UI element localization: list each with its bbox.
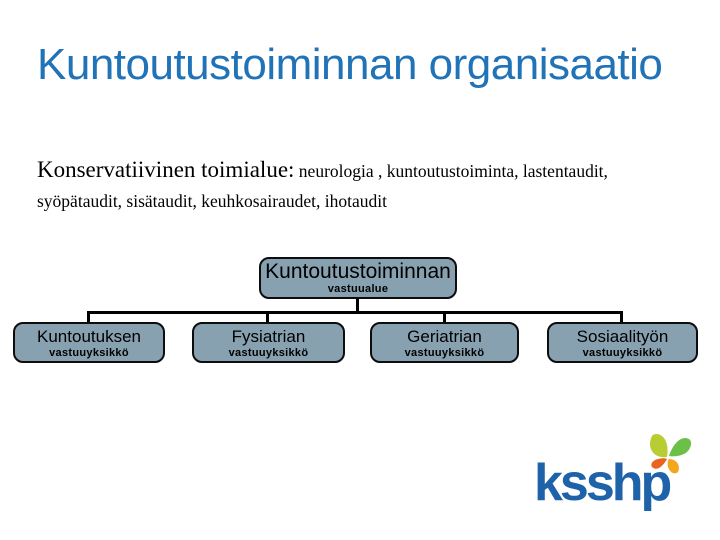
org-box-label: Kuntoutuksen	[37, 326, 141, 346]
org-box-sublabel: vastuuyksikkö	[49, 346, 129, 359]
connector-drop	[266, 313, 269, 322]
org-box-label: Kuntoutustoiminnan	[265, 260, 451, 283]
connector-horizontal	[87, 311, 623, 314]
connector-drop	[620, 313, 623, 322]
body-rest-text: neurologia , kuntoutustoiminta, lastenta…	[37, 161, 608, 211]
org-box-sublabel: vastuuyksikkö	[228, 346, 309, 359]
org-child-box: Fysiatrian vastuuyksikkö	[192, 322, 345, 363]
org-box-label: Sosiaalityön	[576, 326, 669, 346]
org-root-box: Kuntoutustoiminnan vastuualue	[259, 257, 457, 299]
org-box-sublabel: vastuuyksikkö	[582, 346, 663, 359]
body-lead-text: Konservatiivinen toimialue:	[37, 157, 295, 182]
org-child-box: Sosiaalityön vastuuyksikkö	[547, 322, 698, 363]
connector-drop	[443, 313, 446, 322]
connector-riser	[356, 299, 359, 312]
org-box-sublabel: vastuuyksikkö	[404, 346, 485, 359]
connector-drop	[87, 313, 90, 322]
body-paragraph: Konservatiivinen toimialue: neurologia ,…	[37, 156, 697, 217]
org-box-label: Fysiatrian	[231, 326, 306, 346]
org-child-box: Kuntoutuksen vastuuyksikkö	[13, 322, 165, 363]
org-box-label: Geriatrian	[407, 326, 482, 346]
org-child-box: Geriatrian vastuuyksikkö	[370, 322, 519, 363]
slide-title: Kuntoutustoiminnan organisaatio	[37, 40, 663, 89]
org-box-sublabel: vastuualue	[327, 283, 389, 295]
